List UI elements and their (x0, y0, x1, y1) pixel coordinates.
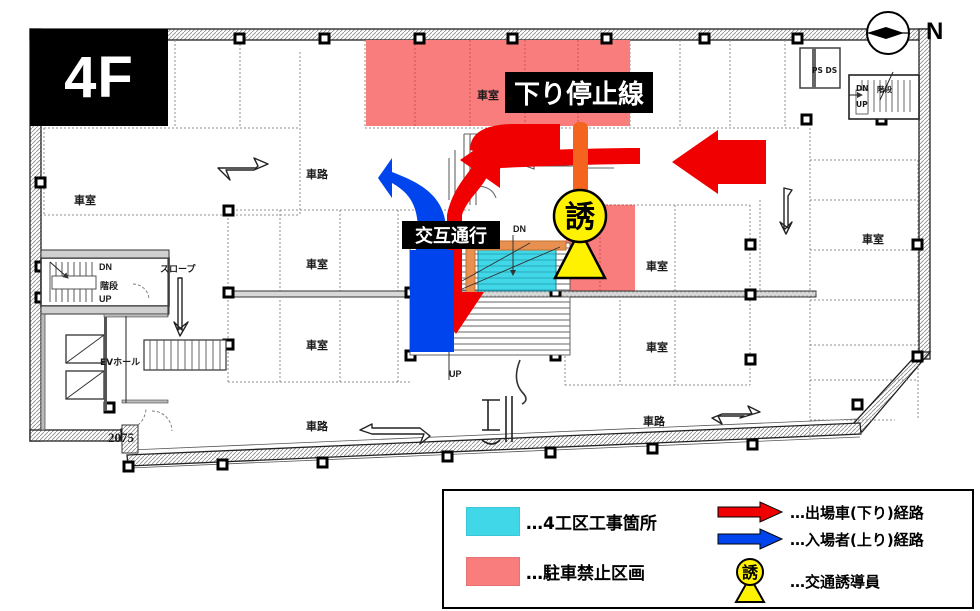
plan-label-ps-ds: PS DS (812, 66, 838, 75)
plan-label-carspace-far-1: 車室 (862, 233, 884, 246)
legend-guard-icon: 誘 (734, 558, 766, 603)
legend-item-traffic-guard: 誘 …交通誘導員 (716, 557, 880, 605)
legend-item-entry-route: …入場者(上り)経路 (716, 528, 924, 550)
incoming-vehicle-arrow (672, 130, 766, 194)
interior-beams (227, 290, 817, 298)
plan-label-driveway-bottom-r: 車路 (643, 415, 665, 428)
legend-swatch-no-parking (466, 557, 520, 586)
plan-label-driveway-top: 車路 (306, 168, 328, 181)
callout-stop-line: 下り停止線 (505, 72, 653, 113)
floor-badge: 4F (30, 29, 168, 126)
plan-label-dn-center: DN (513, 224, 526, 234)
plan-label-dn-left: DN (99, 262, 112, 272)
legend-item-construction-zone: …4工区工事箇所 (466, 507, 657, 536)
plan-label-carspace-right-2: 車室 (646, 341, 668, 354)
plan-label-room-2075: 2075 (108, 430, 134, 445)
legend-label-exit-route: …出場車(下り)経路 (790, 503, 924, 522)
legend-arrow-entry-icon (717, 528, 784, 550)
svg-text:誘: 誘 (742, 563, 759, 582)
plan-label-carspace-mid-2: 車室 (306, 339, 328, 352)
legend-arrow-exit-icon (717, 501, 784, 523)
plan-label-carspace-top: 車室 (477, 89, 499, 102)
plan-label-up-left: UP (99, 294, 112, 304)
legend-label-construction: …4工区工事箇所 (526, 514, 657, 534)
legend-label-entry-route: …入場者(上り)経路 (790, 530, 924, 549)
svg-text:誘: 誘 (565, 200, 596, 235)
pavement-painted-text (481, 396, 513, 445)
plan-label-carspace-mid-1: 車室 (306, 258, 328, 271)
right-stair-core (799, 47, 920, 120)
left-stair-core (40, 249, 227, 454)
plan-label-stairs-right: 階段 (877, 85, 892, 94)
legend-label-traffic-guard: …交通誘導員 (790, 572, 881, 591)
plan-label-driveway-bottom-l: 車路 (306, 420, 328, 433)
compass-north-icon (866, 11, 910, 55)
legend-swatch-construction (466, 507, 520, 536)
plan-label-stairs-left: 階段 (100, 282, 119, 292)
pavement-direction-arrows (173, 157, 793, 445)
legend-item-no-parking-zone: …駐車禁止区画 (466, 557, 645, 586)
plan-label-dn-right: DN (856, 84, 869, 93)
plan-label-up-right: UP (856, 100, 868, 109)
callout-alternating-traffic: 交互通行 (402, 221, 500, 249)
plan-label-carspace-left-1: 車室 (74, 194, 96, 207)
plan-label-up-center: UP (449, 369, 462, 379)
plan-label-ev-hall: EVホール (100, 358, 141, 368)
traffic-guard-marker: 誘 (552, 188, 608, 280)
plan-label-carspace-right-1: 車室 (646, 260, 668, 273)
legend-item-exit-route: …出場車(下り)経路 (716, 501, 924, 523)
legend-label-no-parking: …駐車禁止区画 (526, 564, 645, 584)
stop-line-bar (573, 122, 588, 210)
compass-north-label: N (926, 18, 944, 45)
legend-panel: …4工区工事箇所 …駐車禁止区画 …出場車(下り)経路 …入場者(上り)経路 (442, 489, 974, 609)
plan-label-slope-label: スロープ (160, 265, 196, 275)
